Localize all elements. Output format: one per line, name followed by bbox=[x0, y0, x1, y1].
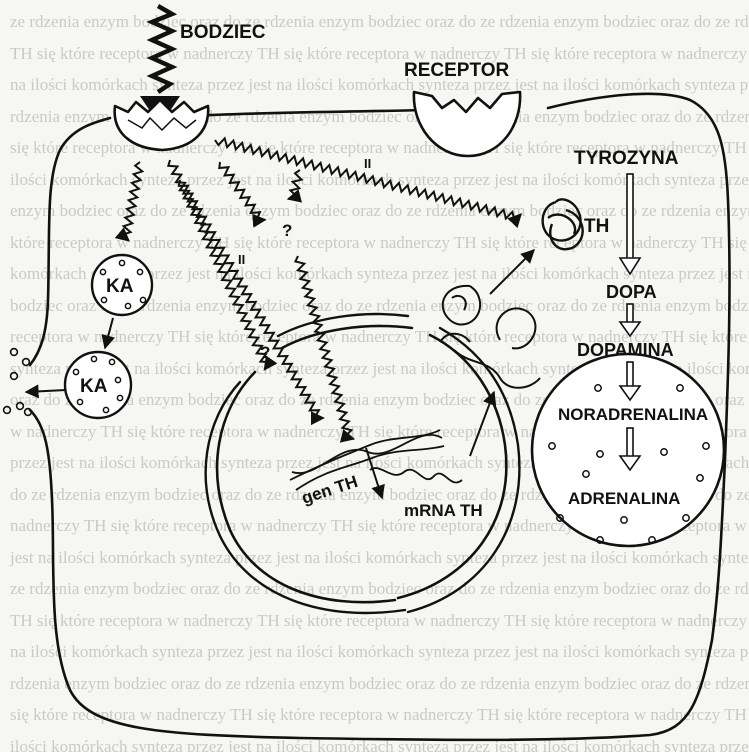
pathway-ii-label-mid: II bbox=[238, 252, 245, 267]
noradrenaline-label: NORADRENALINA bbox=[558, 405, 708, 424]
ka-vesicle-bottom-label: KA bbox=[80, 376, 108, 397]
pathway-branch-ii bbox=[219, 162, 265, 221]
gene-label: gen TH bbox=[299, 472, 360, 508]
arrow-ribosome-to-th bbox=[490, 250, 534, 294]
nucleus-envelope-right-inner bbox=[408, 328, 519, 612]
nucleus-envelope-top bbox=[282, 326, 412, 348]
arrow-dopa-to-dopamine bbox=[620, 304, 640, 336]
pathway-ii-label-top: II bbox=[364, 156, 371, 171]
stimulus-bolt bbox=[152, 6, 172, 92]
pathway-question-label-mid: ? bbox=[260, 343, 270, 362]
dopa-label: DOPA bbox=[606, 282, 657, 302]
tyrosine-label: TYROZYNA bbox=[574, 148, 679, 169]
receptor-label: RECEPTOR bbox=[404, 60, 510, 81]
released-granules bbox=[4, 349, 32, 416]
arrow-tyrosine-to-dopa bbox=[620, 174, 640, 274]
pathway-question-top bbox=[288, 170, 302, 199]
th-enzyme-tangle bbox=[543, 199, 583, 249]
pathway-to-ka-top bbox=[122, 162, 142, 241]
stimulus-label: BODZIEC bbox=[180, 22, 266, 43]
pathway-question-label-top: ? bbox=[282, 221, 292, 240]
ka-vesicle-top-label: KA bbox=[106, 276, 134, 297]
mrna-label: mRNA TH bbox=[404, 501, 483, 520]
arrow-exocytosis bbox=[26, 390, 66, 392]
occupied-receptor bbox=[115, 100, 209, 150]
arrow-ka-top-to-bottom bbox=[105, 318, 113, 348]
pathway-to-gene-b bbox=[295, 256, 353, 439]
adrenaline-label: ADRENALINA bbox=[568, 489, 680, 508]
arrow-mrna-export bbox=[470, 392, 494, 456]
free-receptor bbox=[414, 92, 520, 156]
mrna-strand bbox=[370, 468, 462, 482]
th-enzyme-label: TH bbox=[584, 216, 609, 237]
